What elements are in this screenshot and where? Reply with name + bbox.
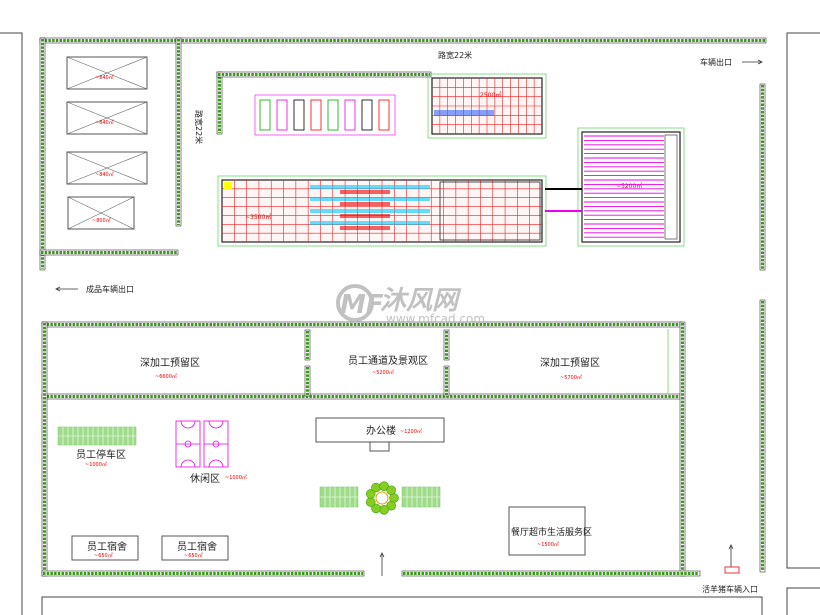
warehouse-3: ~840㎡: [66, 151, 148, 185]
service-area: ~1500㎡: [537, 541, 559, 548]
left-reserve-name: 深加工预留区: [140, 356, 200, 369]
right-reserve-name: 深加工预留区: [540, 356, 600, 369]
right-reserve-area: ~5700㎡: [560, 374, 582, 381]
hedge-row: [39, 37, 46, 271]
parking-lot: [57, 426, 137, 446]
gate-arrowhead-icon: [379, 552, 385, 558]
hedge-row: [39, 37, 767, 44]
dorm-1-area: ~650㎡: [94, 552, 113, 559]
hedge-row: [759, 299, 766, 573]
entrance-arrowhead-icon: [728, 544, 734, 550]
hedge-row: [759, 83, 766, 271]
tree-icon: [386, 500, 396, 511]
service-building: 餐厅超市生活服务区 ~1500㎡: [508, 506, 592, 556]
hedge-row: [443, 329, 450, 361]
equipment-pictograms: [254, 94, 396, 136]
hedge-row: [175, 37, 182, 227]
staff-parking-name: 员工停车区: [76, 448, 126, 461]
service-name: 餐厅超市生活服务区: [511, 526, 592, 538]
tree-icon: [386, 485, 396, 496]
cold-storage-area: ~5200㎡: [616, 182, 642, 190]
landscape-tree-circle: [365, 481, 399, 515]
warehouse-4-area: ~800㎡: [92, 217, 111, 224]
basketball-courts: [175, 420, 229, 468]
dorm-2-name: 员工宿舍: [177, 540, 217, 553]
dorm-2-area: ~650㎡: [184, 552, 203, 559]
hedge-row: [41, 393, 683, 400]
tree-icon: [365, 489, 376, 499]
warehouse-1-area: ~840㎡: [95, 74, 114, 81]
office-name: 办公楼: [366, 424, 396, 437]
tree-icon: [371, 503, 381, 514]
office-area: ~1200㎡: [400, 428, 422, 435]
upper-plant-plan: [427, 73, 547, 139]
cold-storage-plan: [577, 127, 685, 247]
dorm-1: 员工宿舍 ~650㎡: [71, 535, 139, 561]
hedge-row: [41, 321, 683, 328]
hedge-row: [304, 365, 311, 397]
hedge-row: [216, 71, 223, 135]
staff-passage-area: ~5200㎡: [372, 369, 394, 376]
hedge-row: [216, 71, 432, 78]
office-building: 办公楼 ~1200㎡: [315, 417, 445, 452]
hedge-row: [39, 249, 179, 256]
gate-sign-icon: [724, 566, 740, 574]
parking-lot: [401, 486, 441, 508]
hedge-rows: [39, 37, 767, 577]
staff-parking-area: ~1000㎡: [85, 461, 107, 468]
product-exit-label: 成品车辆出口: [86, 284, 134, 294]
hedge-row: [679, 321, 686, 577]
tree-icon: [379, 505, 389, 515]
warehouse-blocks: ~840㎡ ~840㎡ ~840㎡ ~800㎡: [66, 56, 148, 230]
hedge-row: [401, 570, 701, 577]
fountain-icon: [375, 491, 389, 505]
watermark-url: www.mfcad.com: [386, 312, 485, 326]
top-road-width-label: 路宽22米: [438, 50, 472, 60]
main-processing-plant-plan: [217, 175, 547, 247]
cad-building-plans: [217, 73, 685, 247]
left-road-width-label: 路宽22米: [194, 110, 204, 144]
parking-lots: [57, 426, 441, 508]
tree-icon: [365, 497, 376, 507]
watermark-logo: MF 沐风网 www.mfcad.com: [336, 284, 485, 326]
dorm-1-name: 员工宿舍: [87, 540, 127, 553]
leisure-area: ~1000㎡: [225, 474, 247, 481]
staff-passage-name: 员工通道及景观区: [348, 354, 428, 367]
leisure-name: 休闲区: [190, 472, 220, 485]
hedge-row: [41, 570, 365, 577]
vehicle-exit-label: 车辆出口: [700, 57, 732, 67]
warehouse-4: ~800㎡: [67, 196, 135, 230]
upper-plant-area: 2500㎡: [480, 91, 501, 99]
hedge-row: [304, 329, 311, 361]
livestock-entrance-label: 活羊猪车辆入口: [702, 584, 758, 594]
warehouse-2-area: ~840㎡: [95, 119, 114, 126]
warehouse-1: ~840㎡: [66, 56, 148, 90]
watermark-brand: 沐风网: [380, 286, 462, 316]
tree-icon: [371, 482, 381, 493]
product-exit-arrowhead-icon: [55, 286, 61, 292]
warehouse-2: ~840㎡: [66, 101, 148, 135]
tree-icon: [379, 481, 389, 491]
site-boundary: [0, 32, 820, 615]
watermark-logo-mark: MF: [340, 290, 384, 320]
parking-lot: [319, 486, 359, 508]
main-plant-area: ~3500㎡: [245, 213, 271, 221]
hedge-row: [41, 321, 48, 577]
dorm-2: 员工宿舍 ~650㎡: [161, 535, 229, 561]
exit-arrowhead-icon: [757, 59, 763, 65]
hedge-row: [443, 365, 450, 397]
warehouse-3-area: ~840㎡: [95, 171, 114, 178]
left-reserve-area: ~6600㎡: [155, 373, 177, 380]
